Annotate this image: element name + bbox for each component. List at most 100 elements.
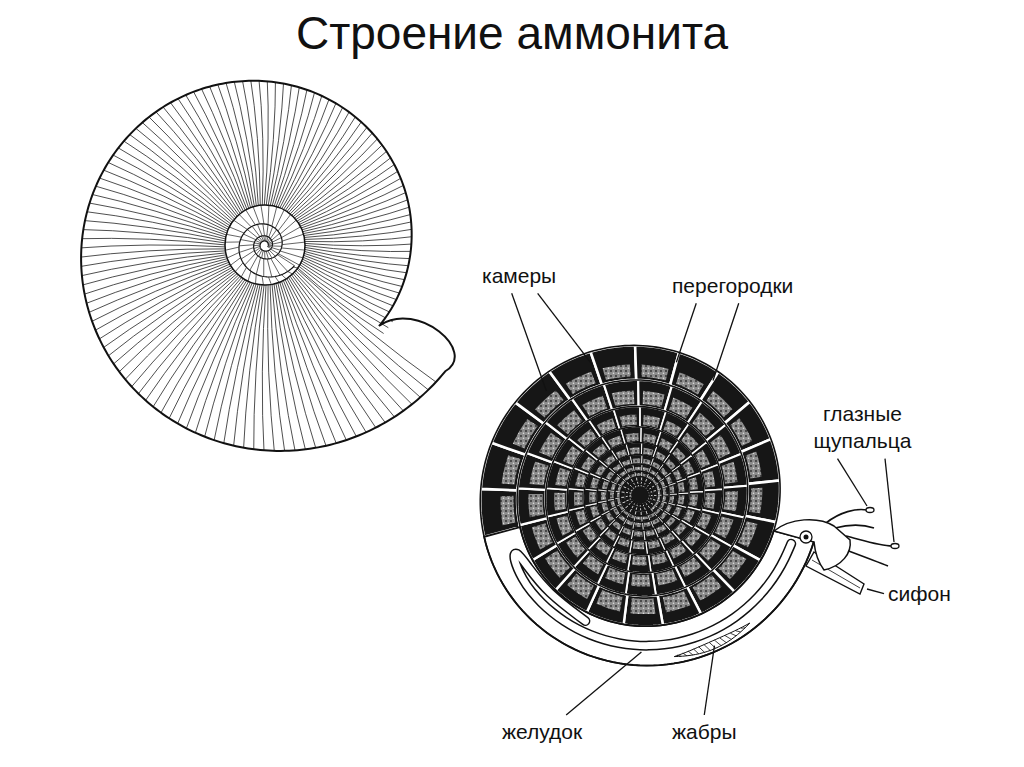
- coil-rib: [227, 252, 239, 258]
- chamber-stipple: [722, 462, 738, 484]
- shell-rib: [224, 75, 255, 206]
- chamber-stipple: [710, 435, 730, 459]
- shell-rib: [297, 269, 443, 387]
- shell-rib: [304, 253, 413, 281]
- shell-rib: [92, 266, 231, 344]
- shell-rib: [304, 251, 414, 274]
- shell-rib: [303, 197, 416, 232]
- chamber-stipple: [643, 434, 656, 444]
- shell-rib: [305, 247, 418, 259]
- shell-rib: [222, 284, 258, 451]
- chamber-stipple: [651, 553, 667, 565]
- gill-lamella: [699, 647, 705, 653]
- shell-rib: [157, 280, 245, 420]
- chamber-stipple: [528, 494, 543, 517]
- tentacle: [826, 510, 867, 523]
- chamber-stipple: [663, 421, 681, 437]
- shell-rib: [74, 238, 225, 245]
- chamber-stipple: [635, 522, 642, 527]
- coil-rib: [262, 251, 264, 258]
- chamber-stipple: [555, 468, 570, 486]
- part-label: жабры: [672, 718, 737, 745]
- shell-rib: [262, 285, 266, 459]
- chamber-stipple: [676, 372, 704, 394]
- shell-rib: [296, 271, 435, 396]
- part-label: желудок: [502, 718, 582, 745]
- shell-rib: [301, 263, 397, 316]
- coil-rib: [254, 242, 260, 244]
- chamber-stipple: [634, 531, 643, 537]
- leader-line: [512, 293, 547, 391]
- leader-lines: [512, 293, 894, 715]
- coil-rib: [267, 259, 272, 277]
- chamber-stipple: [625, 433, 638, 442]
- chamber-stipple: [633, 458, 641, 463]
- chamber-stipple: [699, 539, 721, 561]
- shell-rib: [113, 272, 236, 377]
- shell-rib: [166, 96, 242, 213]
- leader-line: [838, 459, 868, 506]
- chamber-stipple: [595, 518, 606, 530]
- shell-rib: [183, 282, 250, 436]
- shell-rib: [289, 115, 366, 213]
- coil-rib: [266, 251, 268, 259]
- gill-lamella: [677, 655, 681, 656]
- coil-rib: [278, 254, 299, 265]
- coil-rib: [282, 234, 303, 241]
- chamber-stipple: [630, 447, 640, 454]
- chamber-stipple: [567, 573, 594, 599]
- coil-rib: [281, 248, 304, 250]
- gill-lamella: [704, 645, 710, 651]
- gill-lamella: [730, 633, 736, 636]
- coil-rib: [247, 230, 257, 238]
- part-label: сифон: [888, 580, 951, 607]
- coil-rib: [231, 258, 241, 265]
- shell-rib: [294, 272, 426, 403]
- shell-ribs: [73, 72, 443, 459]
- chamber: [591, 345, 637, 384]
- gill-lamella: [688, 651, 693, 655]
- coil-rib: [268, 205, 270, 224]
- chamber-stipple: [633, 542, 644, 550]
- shell-rib: [288, 277, 390, 429]
- shell-rib: [272, 79, 300, 206]
- coil-rib: [239, 245, 254, 246]
- chamber-stipple: [689, 495, 698, 507]
- chamber: [624, 595, 663, 627]
- chamber-stipple: [641, 365, 668, 381]
- chamber-stipple: [545, 550, 570, 577]
- coil-rib: [256, 258, 260, 275]
- chamber-stipple: [643, 391, 665, 408]
- coil-rib: [268, 247, 271, 249]
- coil-rib: [273, 242, 283, 244]
- chamber: [597, 490, 607, 503]
- shell-rib: [117, 136, 232, 222]
- coil-rib: [241, 267, 246, 277]
- shell-rib: [302, 259, 404, 302]
- chamber-stipple: [581, 456, 595, 471]
- shell-rib: [250, 72, 261, 205]
- shell-rib: [274, 284, 307, 458]
- shell-rib: [297, 153, 397, 221]
- shell-rib: [298, 160, 401, 223]
- coil-rib: [254, 245, 260, 247]
- coil-rib: [278, 214, 291, 231]
- shell-rib: [258, 73, 263, 206]
- chamber-stipple: [630, 598, 655, 614]
- chamber-stipple: [530, 461, 549, 485]
- gut-inner: [514, 544, 791, 646]
- chamber-stipple: [589, 492, 596, 503]
- part-label: глазные щупальца: [800, 400, 925, 455]
- chamber-stipple: [563, 446, 581, 465]
- chamber-stipple: [513, 419, 538, 448]
- chamber-stipple: [502, 455, 521, 484]
- shell-rib: [102, 269, 233, 361]
- coil-rib: [234, 220, 248, 229]
- shell-rib: [141, 277, 242, 407]
- chamber-stipple: [501, 496, 516, 525]
- chamber: [621, 427, 641, 444]
- eye-pupil: [804, 535, 809, 540]
- gill-lamella: [736, 631, 741, 632]
- shell-rib: [81, 260, 228, 315]
